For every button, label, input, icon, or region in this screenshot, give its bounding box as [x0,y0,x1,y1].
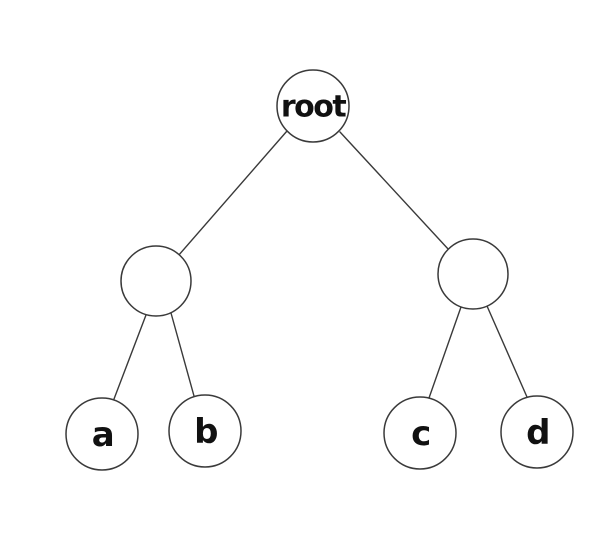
edge-root-to-left-child [177,130,288,257]
node-leaf-c[interactable]: c [383,396,457,470]
node-leaf-b-circle[interactable] [168,394,242,468]
edge-right-child-to-leaf-c [428,306,462,399]
node-leaf-a-label: a [92,415,114,455]
node-leaf-d-circle[interactable] [500,395,574,469]
node-leaf-b[interactable]: b [168,394,242,468]
node-right-internal-circle[interactable] [437,238,509,310]
node-right-internal[interactable] [437,238,509,310]
node-leaf-d-label: d [526,413,550,453]
edge-group [113,130,528,400]
node-root-label: root [281,90,347,125]
node-leaf-a-circle[interactable] [65,397,139,471]
edge-root-to-right-child [339,131,450,251]
edge-left-child-to-leaf-a [113,314,147,400]
node-leaf-b-label: b [194,412,218,452]
node-root[interactable]: root [276,69,350,143]
node-left-internal[interactable] [120,245,192,317]
node-leaf-c-circle[interactable] [383,396,457,470]
node-left-internal-circle[interactable] [120,245,192,317]
edge-right-child-to-leaf-d [486,305,528,398]
node-leaf-a[interactable]: a [65,397,139,471]
node-leaf-c-label: c [411,414,431,454]
node-group: root a b c d [65,69,574,471]
node-root-circle[interactable] [276,69,350,143]
node-leaf-d[interactable]: d [500,395,574,469]
edge-left-child-to-leaf-b [170,312,195,397]
